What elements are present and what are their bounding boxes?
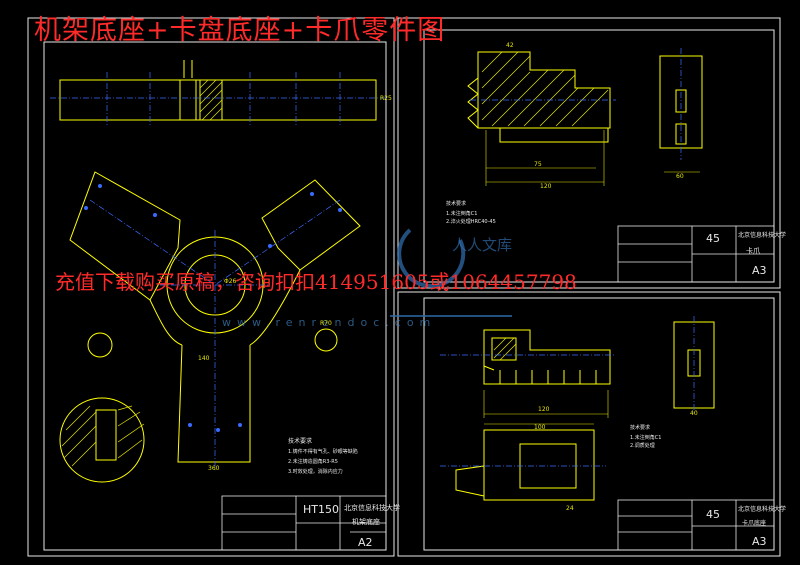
- overlay-title: 机架底座+卡盘底座+卡爪零件图: [34, 15, 446, 46]
- base-dim-40: 40: [690, 410, 698, 417]
- left-size: A2: [358, 536, 373, 549]
- base-school: 北京信息科技大学: [738, 506, 787, 513]
- base-notes-title: 技术要求: [630, 425, 651, 431]
- watermark-url: www.renrendoc.com: [222, 316, 437, 329]
- left-top-view: [59, 60, 377, 121]
- watermark-logo: [390, 228, 512, 317]
- left-y-centerlines: [89, 199, 341, 470]
- claw-notes-title: 技术要求: [446, 201, 467, 207]
- claw-dim-42: 42: [506, 42, 514, 49]
- base-note-2: 2.调质处理: [630, 443, 655, 449]
- base-centerlines: [440, 316, 695, 467]
- left-part-name: 机架底座: [352, 518, 380, 526]
- left-note-3: 3.时效处理，消除内应力: [288, 469, 343, 475]
- left-y-holes: [84, 184, 342, 432]
- base-material: 45: [706, 508, 720, 521]
- left-top-centerlines: [50, 72, 386, 126]
- claw-dim-75: 75: [534, 161, 542, 168]
- left-title-block: [221, 495, 387, 551]
- left-dim-r25: R25: [380, 95, 392, 102]
- base-dim-24: 24: [566, 505, 574, 512]
- base-part-name: 卡爪底座: [742, 520, 767, 527]
- watermark-logo-text: 人人文库: [452, 236, 513, 254]
- left-material: HT150: [303, 503, 339, 516]
- claw-size: A3: [752, 264, 767, 277]
- left-dim-360: 360: [208, 465, 220, 472]
- left-detail-views: [59, 328, 338, 483]
- claw-centerlines: [470, 48, 682, 160]
- base-title-block: [617, 499, 775, 551]
- claw-hatch: [481, 51, 609, 127]
- overlay-ad-banner: 充值下载购买原稿，咨询扣扣414951605或1064457798: [55, 270, 577, 294]
- base-size: A3: [752, 535, 767, 548]
- left-dim-phi26: Φ26: [224, 278, 237, 285]
- claw-note-2: 2.淬火处理HRC40-45: [446, 219, 496, 225]
- claw-material: 45: [706, 232, 720, 245]
- left-school: 北京信息科技大学: [344, 504, 400, 512]
- right-top-sheet: [397, 17, 781, 289]
- claw-school: 北京信息科技大学: [738, 232, 787, 239]
- left-top-hatch: [199, 79, 223, 121]
- left-section-hatch: [61, 405, 145, 467]
- left-dim-r70: R70: [320, 320, 332, 327]
- left-sheet: [27, 17, 395, 557]
- claw-part-name: 卡爪: [746, 247, 760, 255]
- claw-title-block: [617, 225, 775, 283]
- base-dim-120: 120: [538, 406, 550, 413]
- claw-dim-60: 60: [676, 173, 684, 180]
- claw-note-1: 1.未注倒角C1: [446, 211, 478, 217]
- base-note-1: 1.未注倒角C1: [630, 435, 662, 441]
- right-bottom-sheet: [397, 291, 781, 557]
- left-note-2: 2.未注铸造圆角R3-R5: [288, 459, 338, 465]
- claw-main-view: [467, 51, 611, 143]
- left-dim-140: 140: [198, 355, 210, 362]
- left-note-1: 1.铸件不得有气孔、砂眼等缺陷: [288, 449, 358, 455]
- left-notes-title: 技术要求: [288, 438, 313, 445]
- claw-dim-120: 120: [540, 183, 552, 190]
- base-dimensions: [483, 390, 609, 425]
- claw-dimensions: [485, 130, 700, 186]
- base-dim-100: 100: [534, 424, 546, 431]
- base-main-view: [483, 329, 611, 385]
